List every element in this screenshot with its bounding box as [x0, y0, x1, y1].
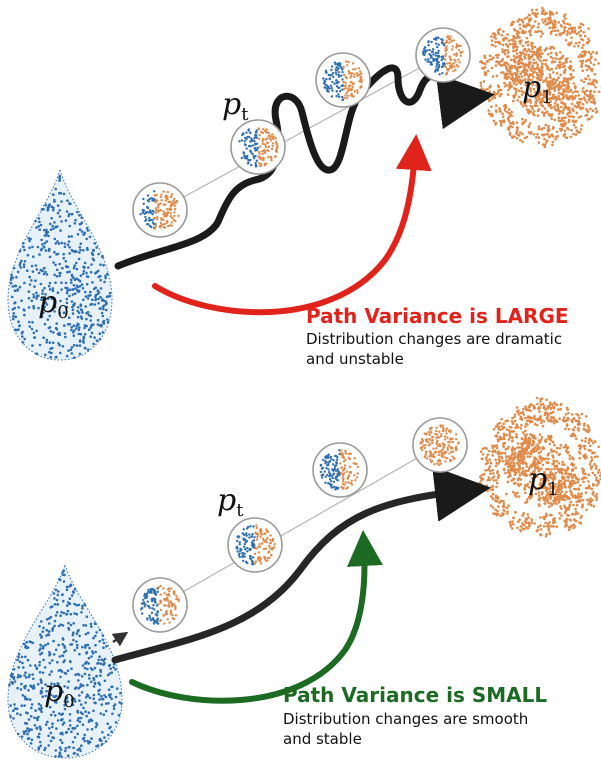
small-variance-desc-line1: Distribution changes are smooth — [283, 710, 528, 728]
wavy-path-arrow — [114, 64, 495, 270]
large-variance-arrow — [152, 134, 432, 316]
top-panel: p0 p1 pt Path Variance is LARGE Distribu… — [7, 6, 601, 368]
source-label: p0 — [38, 285, 69, 323]
mixture-circle-icon — [415, 27, 471, 83]
intermediate-label: pt — [217, 483, 244, 521]
intermediate-label: pt — [222, 87, 249, 125]
flower-icon — [478, 396, 601, 538]
small-start-arrow — [111, 631, 129, 647]
mixture-circle-icon — [132, 577, 188, 633]
source-label: p0 — [44, 674, 75, 712]
mixture-circle-icon — [412, 417, 468, 473]
mixture-circle-icon — [132, 182, 188, 238]
bottom-panel: p0 p1 pt Path Variance is SMALL Distribu… — [7, 396, 601, 759]
large-variance-desc-line1: Distribution changes are dramatic — [306, 330, 562, 348]
mixture-circle-icon — [227, 517, 283, 573]
target-label: p1 — [528, 462, 559, 500]
small-variance-desc-line2: and stable — [283, 730, 362, 748]
small-variance-headline: Path Variance is SMALL — [283, 683, 547, 707]
interpolation-line — [159, 444, 441, 606]
droplet-particles — [8, 569, 123, 758]
smooth-path-arrow — [111, 466, 491, 664]
mixture-circle-icon — [230, 119, 286, 175]
droplet-particles — [9, 174, 112, 360]
mixture-circle-icon — [315, 52, 371, 108]
target-label: p1 — [522, 70, 553, 108]
mixture-circle-icon — [312, 442, 368, 498]
large-variance-headline: Path Variance is LARGE — [306, 304, 569, 328]
large-variance-desc-line2: and unstable — [306, 350, 404, 368]
flower-icon — [478, 6, 601, 149]
small-variance-arrow — [129, 530, 383, 704]
